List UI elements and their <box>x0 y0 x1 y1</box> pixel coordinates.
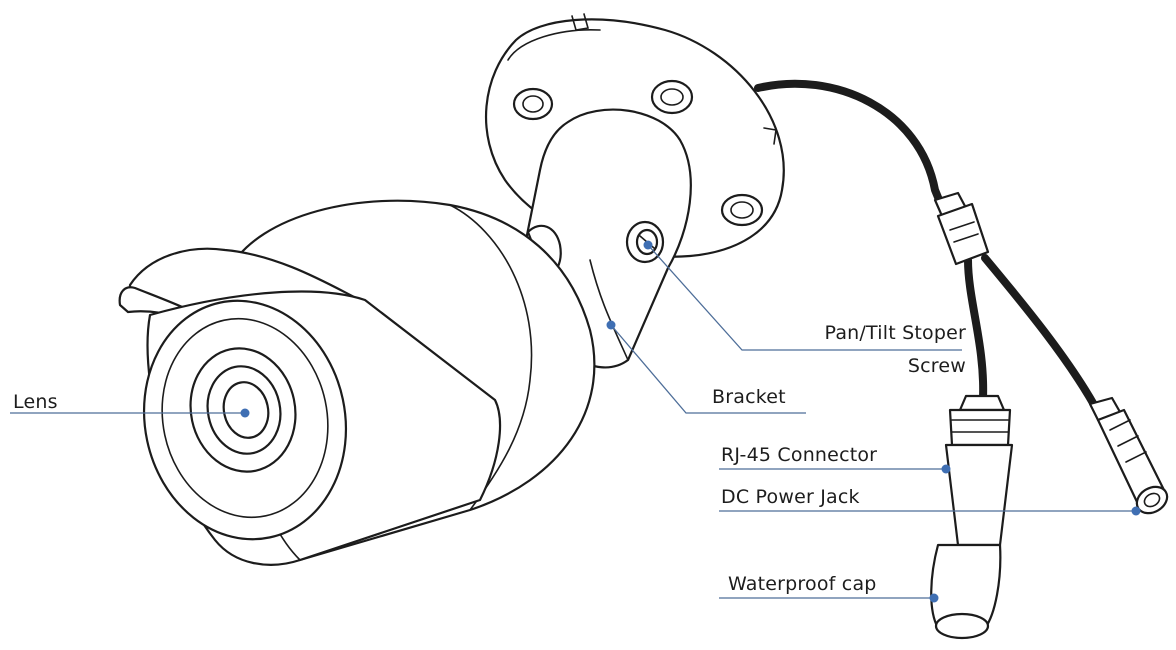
camera-body <box>118 199 596 566</box>
base-screw-hole-1 <box>512 87 554 121</box>
leader-lens <box>10 408 250 418</box>
waterproof-cap <box>930 543 1002 640</box>
cable-splitter <box>933 191 990 266</box>
base-screw-hole-3 <box>720 193 764 227</box>
leader-pan-tilt <box>643 240 962 351</box>
leader-rj45 <box>719 464 951 474</box>
label-waterproof-cap: Waterproof cap <box>728 573 877 595</box>
dc-power-jack <box>1088 396 1169 515</box>
leader-bracket <box>606 320 806 414</box>
base-screw-hole-2 <box>650 79 694 115</box>
label-lens: Lens <box>13 391 58 413</box>
leader-dc-power <box>719 506 1141 516</box>
label-pan-tilt-line1: Pan/Tilt Stoper <box>824 322 966 344</box>
rj45-connector <box>944 394 1014 547</box>
label-pan-tilt-line2: Screw <box>907 355 966 377</box>
leader-waterproof-cap <box>719 593 939 603</box>
cable-dc <box>981 254 1102 416</box>
label-bracket: Bracket <box>712 386 786 408</box>
cable-main <box>754 79 952 226</box>
cable-rj45 <box>964 256 988 402</box>
label-dc-power: DC Power Jack <box>721 486 860 508</box>
label-rj45: RJ-45 Connector <box>721 444 878 466</box>
